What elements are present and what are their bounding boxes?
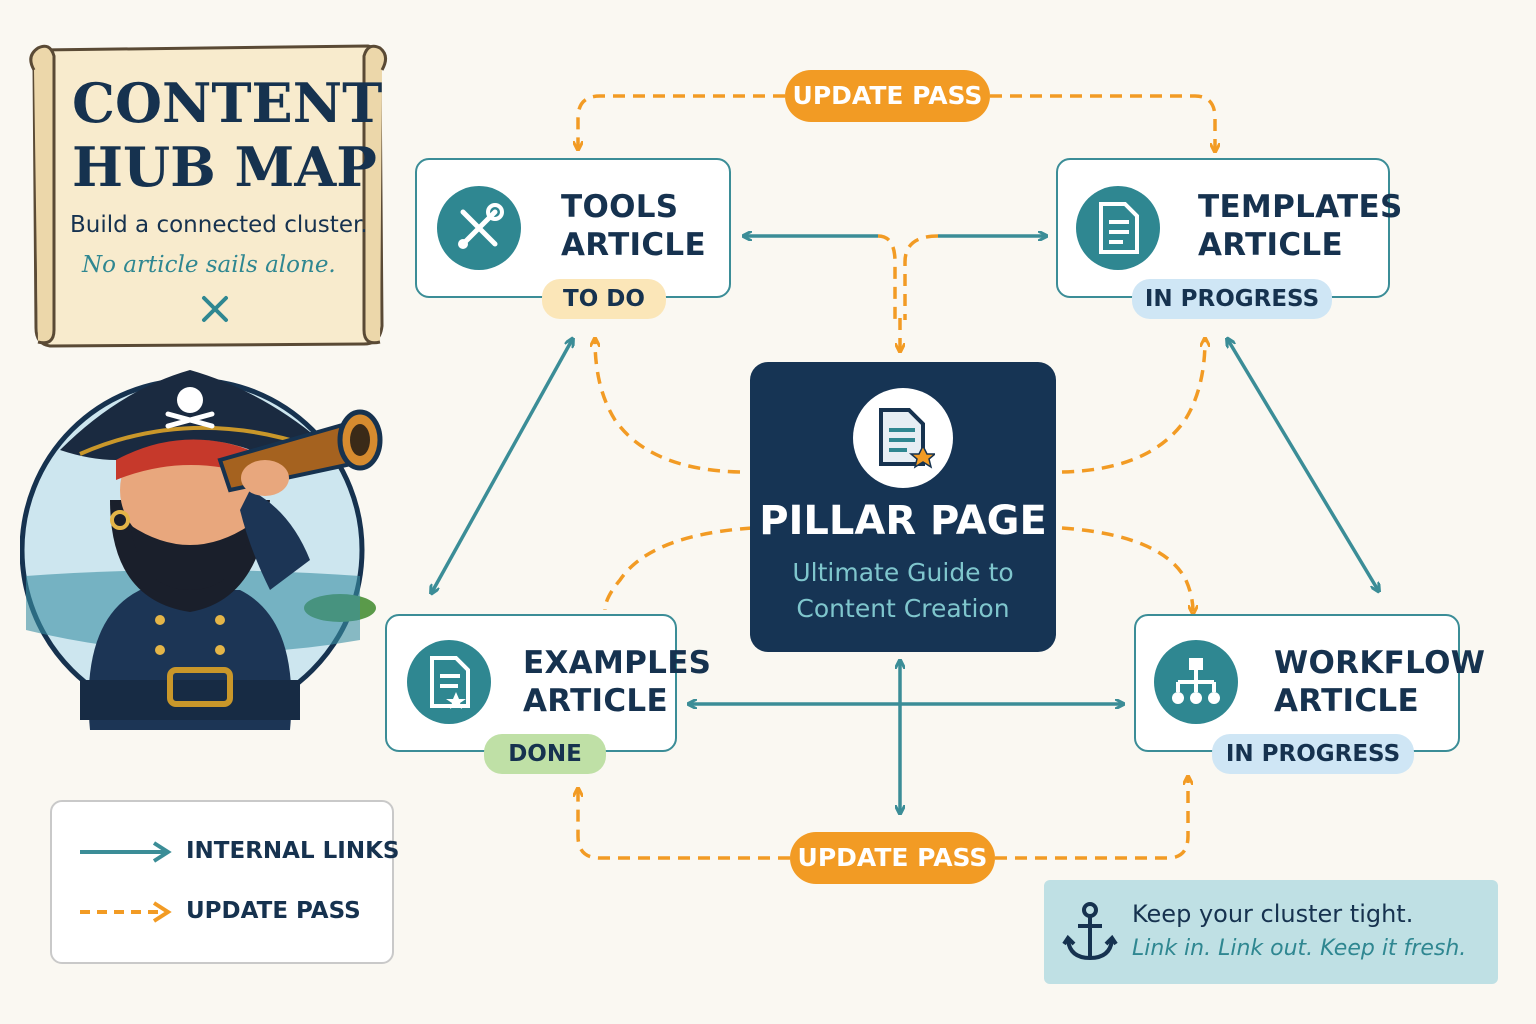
examples-article-node[interactable]: EXAMPLES ARTICLE [385, 614, 711, 752]
pillar-to-tools-update [595, 340, 741, 474]
examples-title-line-1: EXAMPLES [523, 645, 712, 681]
pillar-to-workflow-update [1061, 526, 1193, 612]
workflow-status-badge: IN PROGRESS [1212, 734, 1414, 774]
tools-examples-link [432, 340, 572, 592]
templates-article-node[interactable]: TEMPLATES ARTICLE [1056, 158, 1402, 298]
title-tagline: No article sails alone. [82, 252, 336, 278]
tip-line-2: Link in. Link out. Keep it fresh. [1132, 936, 1467, 961]
document-icon [1076, 186, 1160, 270]
update-pass-top-left [578, 94, 785, 148]
pillar-to-templates-update [1061, 340, 1205, 474]
templates-title-line-1: TEMPLATES [1198, 189, 1403, 225]
tip-banner: Keep your cluster tight. Link in. Link o… [1044, 880, 1498, 984]
tools-title-line-2: ARTICLE [561, 227, 706, 263]
templates-workflow-link [1228, 340, 1378, 590]
tools-title-line-1: TOOLS [561, 189, 679, 225]
legend: INTERNAL LINKS UPDATE PASS [50, 800, 399, 964]
update-pass-bottom-left [578, 790, 790, 860]
update-pass-bottom-right [995, 778, 1188, 860]
pillar-to-examples-update [603, 526, 753, 611]
workflow-title-line-2: ARTICLE [1274, 683, 1419, 719]
tools-icon [437, 186, 521, 270]
update-pass-pill-top: UPDATE PASS [785, 70, 990, 122]
title-scroll: CONTENT HUB MAP Build a connected cluste… [28, 40, 388, 352]
pillar-subtitle-line-1: Ultimate Guide to [792, 558, 1014, 587]
templates-status-badge: IN PROGRESS [1132, 279, 1332, 319]
update-pass-top-right [990, 94, 1215, 150]
tools-article-node[interactable]: TOOLS ARTICLE [415, 158, 731, 298]
pirate-illustration [20, 370, 383, 730]
examples-status-badge: DONE [484, 734, 606, 774]
pillar-document-star-icon [853, 388, 953, 488]
tip-line-1: Keep your cluster tight. [1132, 900, 1414, 928]
pillar-subtitle-line-2: Content Creation [796, 594, 1010, 623]
scroll-background [29, 44, 387, 348]
update-pass-legend-icon [80, 901, 172, 923]
update-pass-pill-bottom: UPDATE PASS [790, 832, 995, 884]
templates-title-line-2: ARTICLE [1198, 227, 1343, 263]
internal-links-legend-icon [80, 841, 172, 863]
legend-internal-links: INTERNAL LINKS [186, 838, 400, 864]
title-line-1: CONTENT [72, 71, 383, 135]
document-star-icon [407, 640, 491, 724]
pillar-page-node[interactable]: PILLAR PAGE Ultimate Guide to Content Cr… [750, 362, 1056, 652]
title-subtitle: Build a connected cluster. [70, 212, 368, 238]
examples-title-line-2: ARTICLE [523, 683, 668, 719]
anchor-icon [1062, 902, 1118, 961]
title-line-2: HUB MAP [72, 135, 377, 199]
tools-status-badge: TO DO [542, 279, 666, 319]
tools-templates-to-pillar-update [877, 234, 939, 320]
flowchart-icon [1154, 640, 1238, 724]
workflow-article-node[interactable]: WORKFLOW ARTICLE [1134, 614, 1485, 752]
pillar-title: PILLAR PAGE [759, 498, 1047, 544]
legend-update-pass: UPDATE PASS [186, 898, 361, 924]
workflow-title-line-1: WORKFLOW [1274, 645, 1486, 681]
x-mark-icon [202, 296, 228, 322]
